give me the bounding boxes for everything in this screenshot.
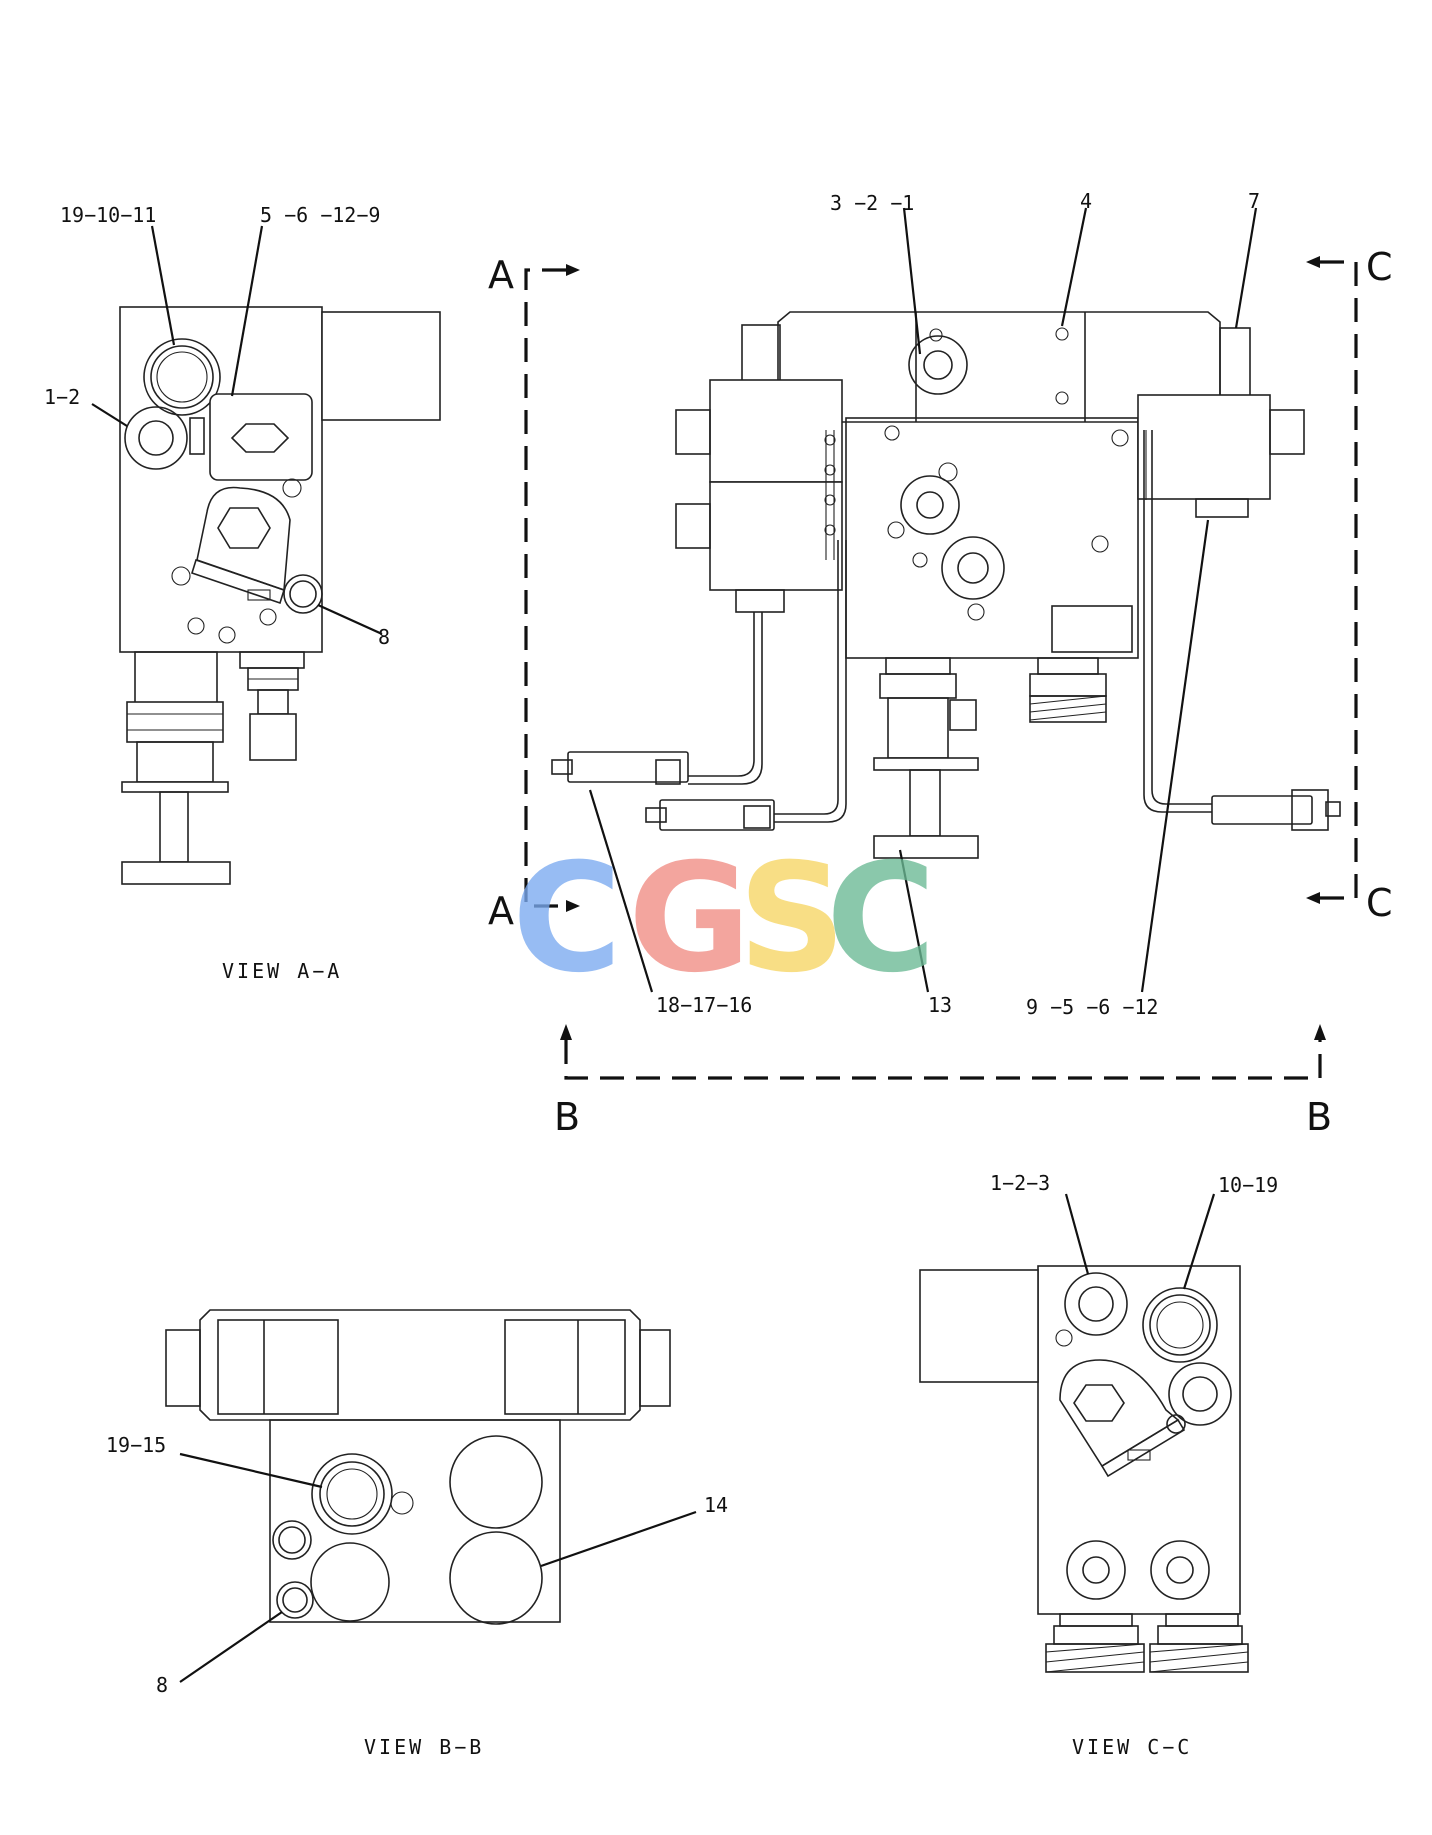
- view-cc-title: VIEW C−C: [1072, 1735, 1192, 1759]
- callout-1-2-3: 1−2−3: [990, 1171, 1050, 1195]
- view-aa-title: VIEW A−A: [222, 959, 342, 983]
- callout-8-view-bb: 8: [156, 1673, 168, 1697]
- view-titles: VIEW A−A VIEW B−B VIEW C−C: [222, 959, 1192, 1759]
- callout-13: 13: [928, 993, 952, 1017]
- watermark-letter-4: C: [826, 832, 936, 1006]
- callout-5-6-12-9: 5 −6 −12−9: [260, 203, 380, 227]
- section-marker-a-bottom: A: [488, 889, 514, 933]
- callout-1-2: 1−2: [44, 385, 80, 409]
- section-marker-b-right: B: [1306, 1095, 1332, 1139]
- section-marker-b-left: B: [554, 1095, 580, 1139]
- callout-19-15: 19−15: [106, 1433, 166, 1457]
- callout-10-19: 10−19: [1218, 1173, 1278, 1197]
- callout-8-view-aa: 8: [378, 625, 390, 649]
- section-marker-a-top: A: [488, 253, 514, 297]
- watermark-letter-2: G: [628, 832, 751, 1006]
- leader-lines: [91, 207, 1258, 1683]
- callout-4: 4: [1080, 189, 1092, 213]
- callout-7: 7: [1248, 189, 1260, 213]
- section-marker-c-top: C: [1366, 245, 1393, 289]
- watermark-letter-3: S: [738, 832, 846, 1006]
- callout-3-2-1: 3 −2 −1: [830, 191, 914, 215]
- view-aa-drawing: [119, 306, 441, 885]
- callout-14: 14: [704, 1493, 728, 1517]
- watermark-letter-1: C: [512, 832, 622, 1006]
- view-bb-drawing: [165, 1309, 671, 1625]
- main-view-drawing: [551, 311, 1341, 859]
- section-markers: A A C C B B: [488, 245, 1393, 1139]
- callout-19-10-11: 19−10−11: [60, 203, 156, 227]
- view-cc-drawing: [919, 1265, 1249, 1673]
- callout-9-5-6-12: 9 −5 −6 −12: [1026, 995, 1158, 1019]
- section-marker-c-bottom: C: [1366, 881, 1393, 925]
- section-lines: [524, 256, 1358, 1080]
- view-bb-title: VIEW B−B: [364, 1735, 484, 1759]
- callout-labels: 19−10−11 5 −6 −12−9 1−2 8 3 −2 −1 4 7 18…: [44, 189, 1278, 1697]
- watermark-logo: C G S C: [512, 832, 936, 1006]
- callout-18-17-16: 18−17−16: [656, 993, 752, 1017]
